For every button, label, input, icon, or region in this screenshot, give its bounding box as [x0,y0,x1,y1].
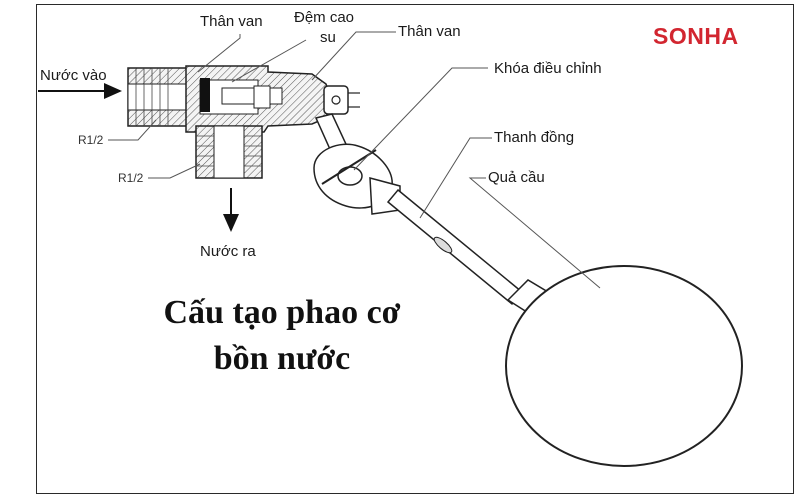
adjustment-clamp [313,143,401,215]
leader-dem-cao-su [231,39,307,83]
label-r12-bottom: R1/2 [118,171,144,185]
inlet-pipe [127,67,189,127]
label-than-van-1: Thân van [200,13,263,30]
label-dem-cao-su-1: Đệm cao [294,9,355,26]
title-line-2: bồn nước [213,340,351,377]
label-khoa-dieu-chinh: Khóa điều chỉnh [494,60,602,77]
leader-than-van-1 [197,34,241,73]
leader-qua-cau [468,177,601,289]
label-qua-cau: Quả cầu [488,169,545,186]
label-dem-cao-su-2: su [320,29,336,46]
leader-lines [108,31,601,289]
leader-thanh-dong [419,137,492,219]
title-line-1: Cấu tạo phao cơ [163,294,401,331]
outlet-pipe [195,125,263,179]
label-nuoc-ra: Nước ra [200,243,256,260]
diagram-title: Cấu tạo phao cơ bồn nước [72,290,492,382]
leader-r12-top [108,119,157,141]
leader-than-van-2 [311,31,396,81]
valve-end-plug [323,85,360,115]
sonha-logo: SONHA [653,23,739,49]
rubber-gasket [200,78,210,112]
label-than-van-2: Thân van [398,23,461,40]
leader-r12-bottom [148,163,201,179]
label-r12-top: R1/2 [78,133,104,147]
float-ball [505,265,743,467]
leader-khoa-dieu-chinh [353,67,488,171]
label-thanh-dong: Thanh đồng [494,129,575,146]
diagram-frame [36,4,794,494]
brass-rod [386,188,524,306]
label-nuoc-vao: Nước vào [40,67,107,84]
